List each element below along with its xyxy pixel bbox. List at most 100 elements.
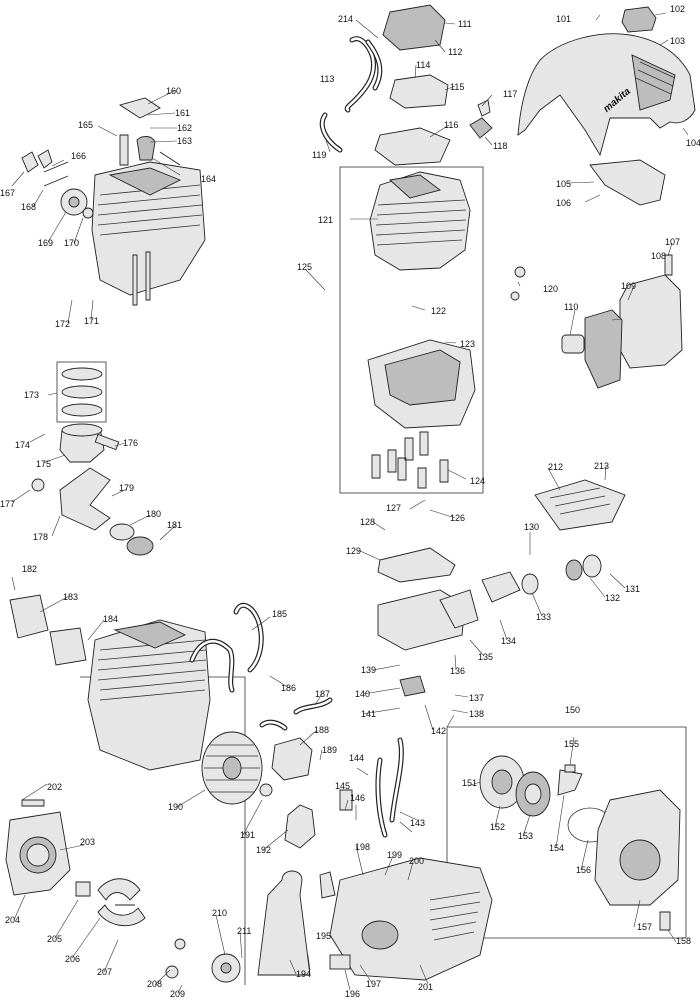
label-188: 188 (314, 725, 329, 735)
label-137: 137 (469, 693, 484, 703)
label-140: 140 (355, 689, 370, 699)
label-204: 204 (5, 915, 20, 925)
label-124: 124 (470, 476, 485, 486)
label-181: 181 (167, 520, 182, 530)
label-141: 141 (361, 709, 376, 719)
engine-cover-part: makita (517, 33, 696, 157)
label-186: 186 (281, 683, 296, 693)
label-143: 143 (410, 818, 425, 828)
hoses-185-186 (189, 602, 333, 731)
label-171: 171 (84, 316, 99, 326)
label-187: 187 (315, 689, 330, 699)
label-164: 164 (201, 174, 216, 184)
label-153: 153 (518, 831, 533, 841)
label-200: 200 (409, 856, 424, 866)
label-103: 103 (670, 36, 685, 46)
label-207: 207 (97, 967, 112, 977)
label-195: 195 (316, 931, 331, 941)
label-160: 160 (166, 86, 181, 96)
label-214: 214 (338, 14, 353, 24)
label-176: 176 (123, 438, 138, 448)
label-185: 185 (272, 609, 287, 619)
fuel-tank-201 (319, 857, 493, 981)
label-191: 191 (240, 830, 255, 840)
label-183: 183 (63, 592, 78, 602)
handle-154 (557, 764, 583, 796)
label-212: 212 (548, 462, 563, 472)
cover-plate-105 (589, 159, 666, 206)
label-110: 110 (564, 302, 578, 312)
label-118: 118 (493, 141, 507, 151)
label-174: 174 (15, 440, 30, 450)
label-119: 119 (312, 150, 326, 160)
label-197: 197 (366, 979, 381, 989)
label-155: 155 (564, 739, 579, 749)
clutch-shoes-206 (97, 878, 146, 927)
label-190: 190 (168, 802, 183, 812)
label-109: 109 (621, 281, 636, 291)
label-205: 205 (47, 934, 62, 944)
label-199: 199 (387, 850, 402, 860)
label-158: 158 (676, 936, 691, 946)
label-123: 123 (460, 339, 475, 349)
label-126: 126 (450, 513, 465, 523)
ignition-coil-188 (259, 737, 313, 797)
label-157: 157 (637, 922, 652, 932)
label-189: 189 (322, 745, 337, 755)
label-162: 162 (177, 123, 192, 133)
label-101: 101 (556, 14, 571, 24)
label-184: 184 (103, 614, 118, 624)
fuel-lines-143-144 (339, 737, 404, 838)
callout-labels: 101 102 103 104 105 106 107 108 109 110 … (0, 4, 700, 999)
label-179: 179 (119, 483, 134, 493)
flywheel-190 (201, 731, 263, 805)
label-150: 150 (565, 705, 580, 715)
label-135: 135 (478, 652, 493, 662)
label-170: 170 (64, 238, 79, 248)
label-173: 173 (24, 390, 39, 400)
label-206: 206 (65, 954, 80, 964)
starter-case-157 (594, 789, 681, 931)
label-161: 161 (175, 108, 190, 118)
label-125: 125 (297, 262, 312, 272)
label-213: 213 (594, 461, 609, 471)
valve-train (21, 97, 206, 306)
crankcase-123 (367, 339, 476, 429)
bag-194 (257, 870, 351, 976)
bolts-124 (371, 431, 449, 489)
label-178: 178 (33, 532, 48, 542)
label-115: 115 (450, 82, 464, 92)
label-112: 112 (448, 47, 462, 57)
label-133: 133 (536, 612, 551, 622)
breather-hose-113-114 (319, 36, 383, 153)
label-107: 107 (665, 237, 680, 247)
label-165: 165 (78, 120, 93, 130)
label-166: 166 (71, 151, 86, 161)
leader-lines (11, 12, 689, 994)
clutch-plate-210 (165, 938, 241, 983)
piston-175 (59, 423, 120, 463)
label-106: 106 (556, 198, 571, 208)
label-201: 201 (418, 982, 433, 992)
label-175: 175 (36, 459, 51, 469)
label-210: 210 (212, 908, 227, 918)
label-209: 209 (170, 989, 185, 999)
label-128: 128 (360, 517, 375, 527)
label-168: 168 (21, 202, 36, 212)
label-203: 203 (80, 837, 95, 847)
carburetor-135 (377, 554, 602, 651)
starter-reel-151 (479, 755, 525, 809)
label-113: 113 (320, 74, 334, 84)
label-156: 156 (576, 865, 591, 875)
label-121: 121 (318, 215, 333, 225)
label-169: 169 (38, 238, 53, 248)
label-134: 134 (501, 636, 516, 646)
label-146: 146 (350, 793, 365, 803)
label-131: 131 (625, 584, 640, 594)
cylinder-assembly-box (339, 166, 484, 494)
label-211: 211 (237, 926, 251, 936)
label-132: 132 (605, 593, 620, 603)
label-167: 167 (0, 188, 15, 198)
clutch-housing-203 (5, 799, 91, 897)
